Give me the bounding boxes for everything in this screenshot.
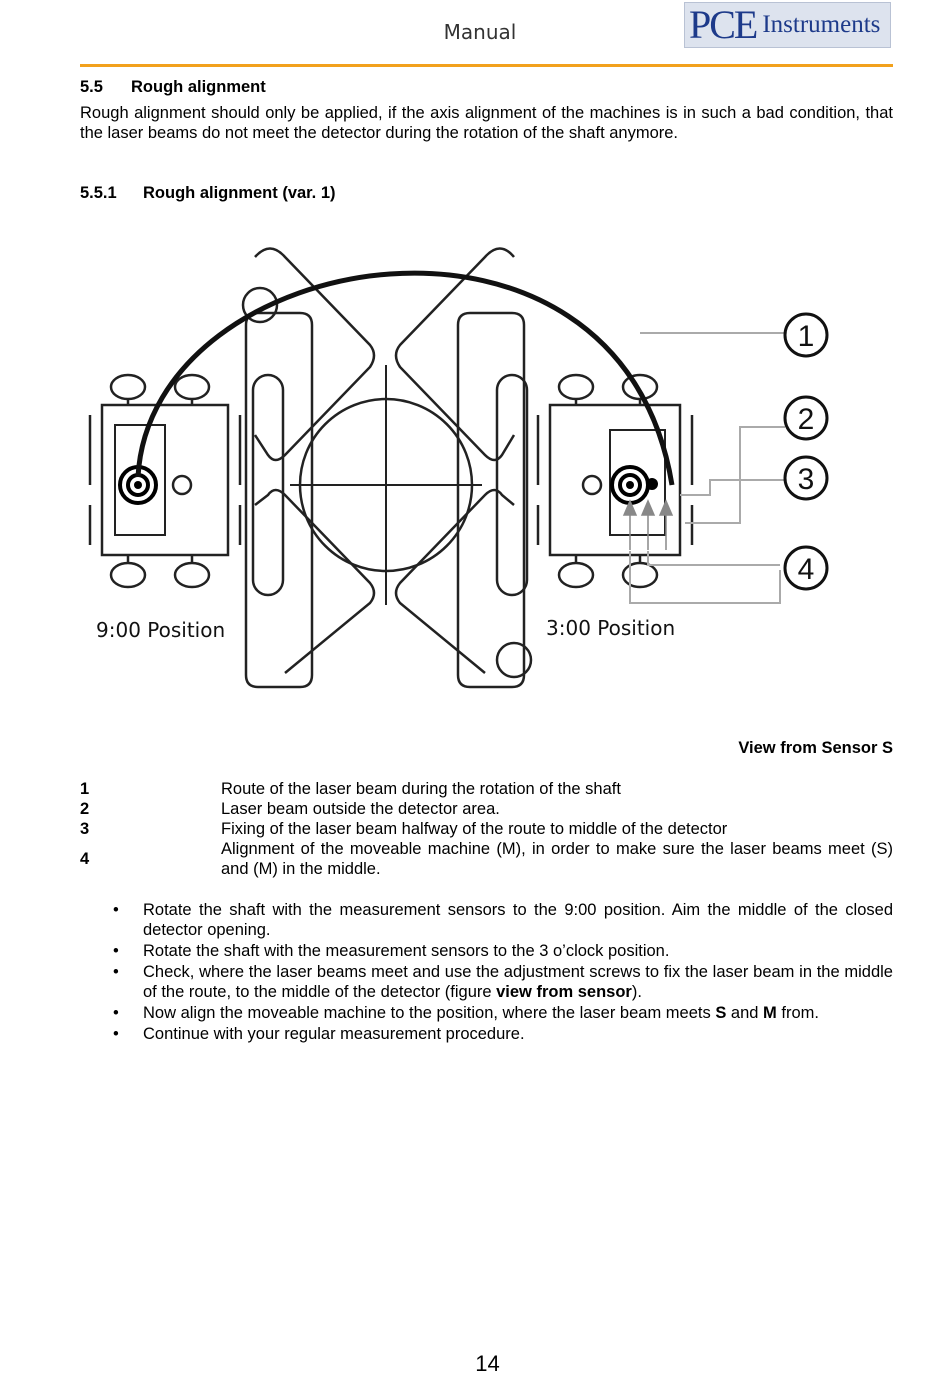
logo-pce-text: PCE: [689, 2, 758, 47]
bullet-text-mid: and: [726, 1004, 764, 1022]
legend-number: 3: [80, 820, 90, 838]
figure-legend: 1 Route of the laser beam during the rot…: [80, 779, 893, 879]
header-divider: [80, 64, 893, 67]
legend-text: Fixing of the laser beam halfway of the …: [221, 820, 728, 838]
page-number: 14: [475, 1351, 500, 1376]
legend-row: 1 Route of the laser beam during the rot…: [80, 779, 893, 799]
logo-instruments-text: Instruments: [762, 11, 881, 38]
instruction-list: • Rotate the shaft with the measurement s…: [80, 900, 893, 1045]
legend-text: Route of the laser beam during the rotat…: [221, 780, 621, 798]
right-sensor-body: [548, 403, 682, 557]
pce-instruments-logo: PCE Instruments: [684, 2, 891, 48]
bullet-icon: •: [113, 901, 119, 919]
callout-1: [783, 312, 829, 358]
legend-row: 4 Alignment of the moveable machine (M),…: [80, 839, 893, 879]
bullet-text: Rotate the shaft with the measurement se…: [143, 901, 893, 939]
list-item: • Now align the moveable machine to the p…: [80, 1003, 893, 1023]
bullet-text-pre: Now align the moveable machine to the po…: [143, 1004, 716, 1022]
legend-number: 1: [80, 780, 90, 798]
list-item: • Check, where the laser beams meet and u…: [80, 962, 893, 1002]
section-paragraph: Rough alignment should only be applied, …: [80, 104, 893, 142]
callout-2: [783, 395, 829, 441]
rough-alignment-diagram: 1 2 3 4 9:00 Position 3:00 Position: [88, 247, 829, 689]
legend-number: 4: [80, 850, 90, 868]
subsection-heading: 5.5.1 Rough alignment (var. 1): [80, 184, 336, 203]
callout-3-label: 3: [798, 463, 815, 496]
bullet-text: Rotate the shaft with the measurement se…: [143, 942, 670, 960]
subsection-title: Rough alignment (var. 1): [143, 184, 336, 202]
bullet-icon: •: [113, 1025, 119, 1043]
list-item: • Rotate the shaft with the measurement s…: [80, 900, 893, 940]
section-title: Rough alignment: [131, 78, 266, 96]
bullet-icon: •: [113, 963, 119, 981]
list-item: • Continue with your regular measurement …: [80, 1024, 893, 1044]
laser-beam-route: [135, 270, 675, 486]
bullet-text-post: from.: [776, 1004, 819, 1022]
callout-4-label: 4: [798, 553, 815, 586]
subsection-number: 5.5.1: [80, 184, 117, 202]
bullet-icon: •: [113, 942, 119, 960]
legend-row: 3 Fixing of the laser beam halfway of th…: [80, 819, 893, 839]
label-9-position: 9:00 Position: [96, 618, 225, 642]
callout-2-label: 2: [798, 403, 815, 436]
coupling-frame-right: [456, 311, 526, 689]
left-sensor-body: [100, 403, 230, 557]
bullet-text-pre: Check, where the laser beams meet and us…: [143, 963, 893, 1001]
figure-caption: View from Sensor S: [738, 739, 893, 757]
list-item: • Rotate the shaft with the measurement s…: [80, 941, 893, 961]
header-title: Manual: [443, 20, 517, 44]
bullet-text-post: ).: [631, 983, 642, 1001]
bullet-text-bold-m: M: [763, 1004, 777, 1022]
upper-left-wing: [253, 247, 376, 462]
callout-3: [783, 455, 829, 501]
section-number: 5.5: [80, 78, 103, 96]
upper-right-wing: [394, 247, 516, 462]
legend-row: 2 Laser beam outside the detector area.: [80, 799, 893, 819]
bullet-text-bold-s: S: [715, 1004, 727, 1022]
legend-text: Alignment of the moveable machine (M), i…: [221, 840, 893, 878]
legend-text: Laser beam outside the detector area.: [221, 800, 500, 818]
lower-right-wing: [394, 488, 515, 674]
bullet-text: Continue with your regular measurement p…: [143, 1025, 525, 1043]
callout-4: [783, 545, 829, 591]
legend-number: 2: [80, 800, 90, 818]
lower-left-wing: [254, 488, 376, 674]
callout-1-label: 1: [798, 320, 815, 353]
label-3-position: 3:00 Position: [546, 616, 675, 640]
section-heading: 5.5 Rough alignment: [80, 78, 266, 97]
bullet-icon: •: [113, 1004, 119, 1022]
bullet-text-bold: view from sensor: [496, 983, 632, 1001]
